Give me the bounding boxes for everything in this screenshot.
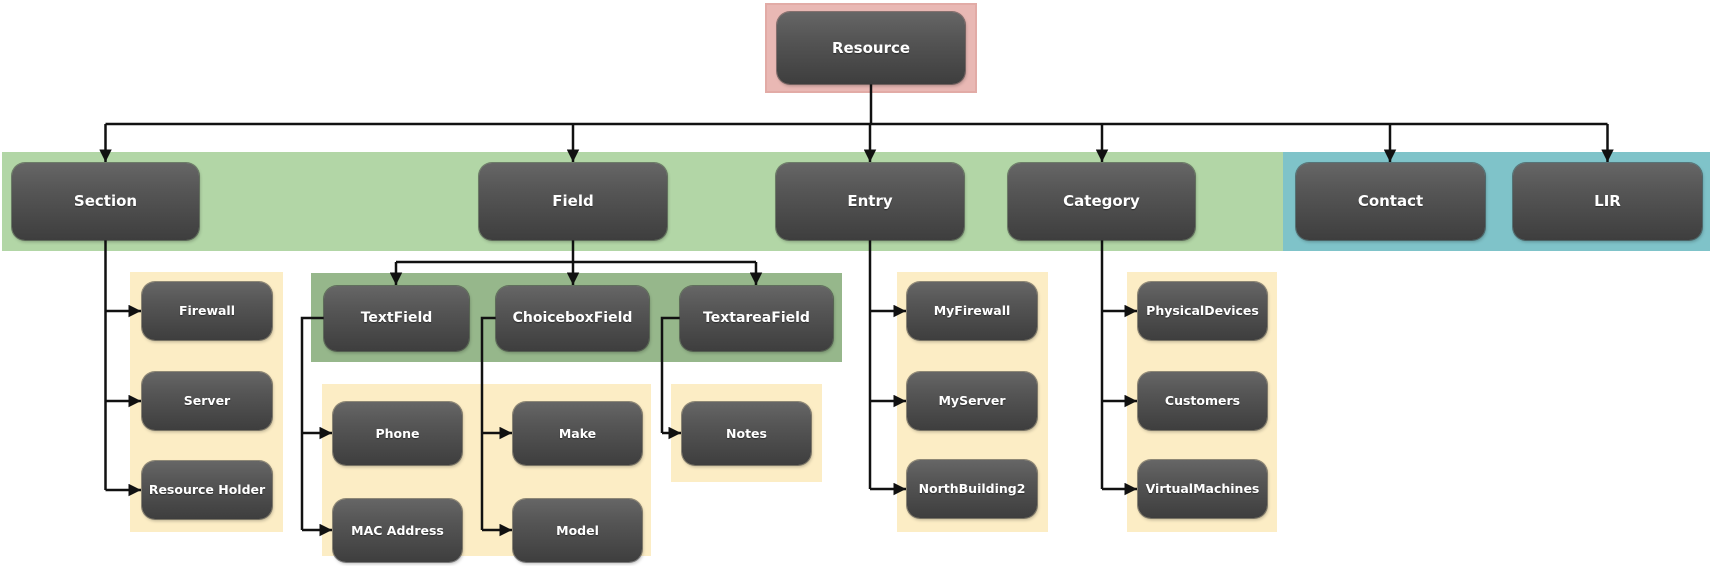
node-physicaldevices: PhysicalDevices (1138, 282, 1267, 340)
node-phone: Phone (333, 402, 462, 465)
node-myfirewall: MyFirewall (907, 282, 1037, 340)
node-choiceboxfield: ChoiceboxField (496, 286, 649, 351)
node-textareafield: TextareaField (680, 286, 833, 351)
node-firewall: Firewall (142, 282, 272, 340)
node-model: Model (513, 499, 642, 562)
node-resource-holder: Resource Holder (142, 461, 272, 519)
node-lir: LIR (1513, 163, 1702, 240)
node-resource: Resource (777, 12, 965, 84)
node-section: Section (12, 163, 199, 240)
node-myserver: MyServer (907, 372, 1037, 430)
edge-textarea-trunk (660, 316, 681, 433)
node-contact: Contact (1296, 163, 1485, 240)
node-make: Make (513, 402, 642, 465)
node-northbuilding2: NorthBuilding2 (907, 460, 1037, 518)
node-virtualmachines: VirtualMachines (1138, 460, 1267, 518)
node-server: Server (142, 372, 272, 430)
node-entry: Entry (776, 163, 964, 240)
node-category: Category (1008, 163, 1195, 240)
edge-textfield-trunk (300, 316, 325, 530)
node-customers: Customers (1138, 372, 1267, 430)
node-textfield: TextField (324, 286, 469, 351)
node-notes: Notes (682, 402, 811, 465)
node-field: Field (479, 163, 667, 240)
node-mac-address: MAC Address (333, 499, 462, 562)
edge-choicebox-trunk (480, 316, 497, 530)
